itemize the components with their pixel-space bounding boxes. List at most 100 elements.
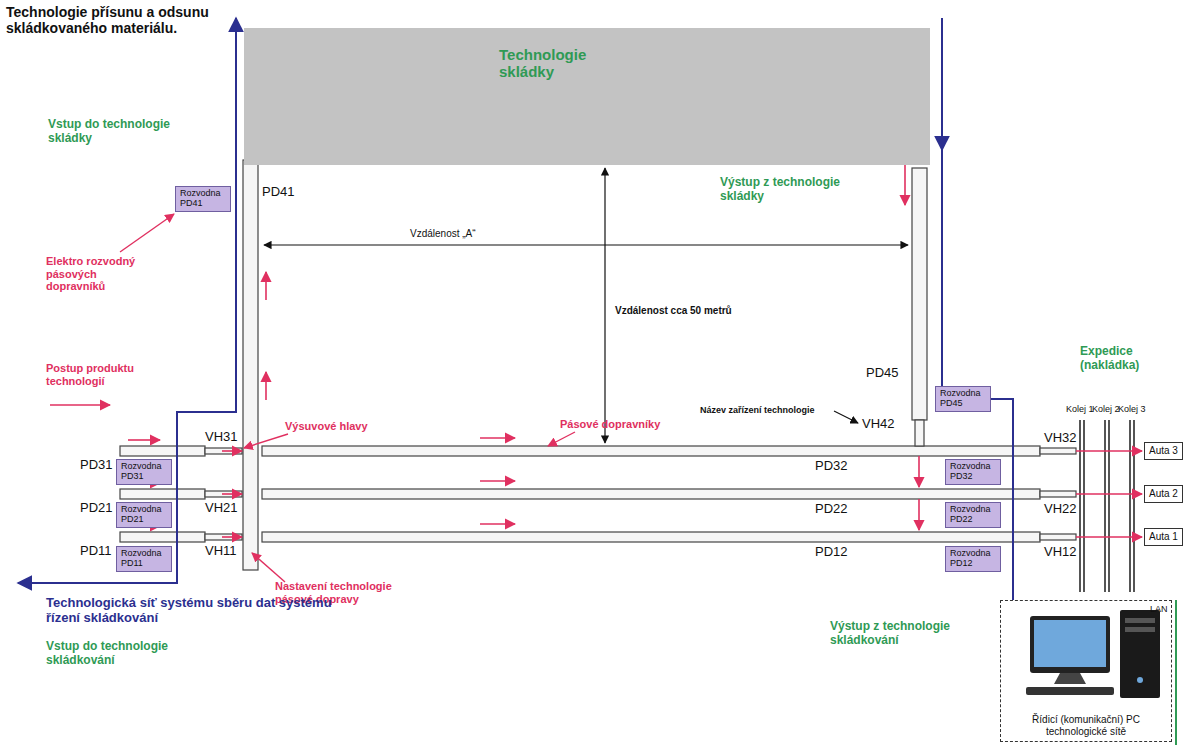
section-label: Expedice (nakládka) bbox=[1080, 345, 1175, 373]
equipment-tag: PD32 bbox=[815, 459, 848, 474]
node-text: Technologie skládky bbox=[499, 46, 609, 81]
node-text: Rozvodna PD11 bbox=[121, 549, 167, 569]
flow-arrow bbox=[918, 499, 920, 530]
network-label: Technologická síť systému sběru dat syst… bbox=[46, 596, 346, 626]
dimension-line bbox=[604, 168, 605, 443]
flow-arrow bbox=[480, 523, 515, 525]
pc-illustration bbox=[1026, 610, 1160, 698]
equipment-tag: PD45 bbox=[866, 366, 899, 381]
belt-conveyor bbox=[243, 160, 258, 570]
switchboard-box: Rozvodna PD22 bbox=[945, 502, 1001, 528]
equipment-tag: VH32 bbox=[1044, 431, 1077, 446]
equipment-tag: VH22 bbox=[1044, 502, 1077, 517]
node-text: Auta 3 bbox=[1149, 445, 1178, 457]
node-text: Rozvodna PD12 bbox=[950, 549, 996, 569]
node-text: Rozvodna PD32 bbox=[950, 462, 996, 482]
equipment-tag: VH21 bbox=[205, 501, 238, 516]
flow-arrow bbox=[1076, 450, 1142, 452]
network-label: LAN bbox=[1150, 604, 1168, 614]
flow-arrow bbox=[222, 450, 242, 452]
monitor-stand bbox=[1054, 673, 1086, 684]
equipment-tag: VH12 bbox=[1044, 545, 1077, 560]
node-text: Rozvodna PD41 bbox=[180, 189, 226, 209]
monitor-frame bbox=[1030, 616, 1110, 673]
node-text: Rozvodna PD45 bbox=[940, 389, 986, 409]
flow-arrow bbox=[904, 165, 906, 205]
node-text: Rozvodna PD31 bbox=[121, 462, 167, 482]
leader-line bbox=[834, 411, 858, 423]
drive-slot bbox=[1125, 627, 1155, 632]
belt-conveyor bbox=[262, 532, 1040, 542]
network-line bbox=[18, 18, 236, 583]
section-label: Výstup z technologie skládkování bbox=[830, 620, 980, 648]
callout-label: Pásové dopravníky bbox=[560, 418, 660, 431]
lan-line bbox=[1175, 600, 1177, 745]
leader-line bbox=[548, 432, 575, 446]
truck-box: Auta 2 bbox=[1144, 485, 1183, 503]
telescopic-head bbox=[1040, 534, 1076, 540]
rail-line bbox=[1083, 420, 1085, 592]
note-label: Název zařízení technologie bbox=[700, 405, 815, 415]
control-pc: Řídicí (komunikační) PC technologické sí… bbox=[1000, 600, 1172, 742]
callout-label: Elektro rozvodný pásových dopravníků bbox=[46, 255, 156, 293]
keyboard bbox=[1026, 687, 1114, 695]
power-button bbox=[1137, 677, 1143, 683]
telescopic-head bbox=[1040, 448, 1076, 454]
flow-arrow bbox=[480, 437, 515, 439]
belt-conveyor bbox=[120, 446, 205, 456]
flow-arrow bbox=[222, 536, 242, 538]
switchboard-box: Rozvodna PD31 bbox=[116, 459, 172, 485]
equipment-tag: PD22 bbox=[815, 502, 848, 517]
dimension-label: Vzdálenost cca 50 metrů bbox=[615, 305, 732, 317]
leader-line bbox=[244, 434, 288, 448]
section-label: Výstup z technologie skládky bbox=[720, 176, 870, 204]
drive-slot bbox=[1125, 618, 1155, 623]
node-text: Řídicí (komunikační) PC technologické sí… bbox=[1005, 714, 1167, 737]
belt-conveyor bbox=[262, 446, 1040, 456]
network-line bbox=[941, 18, 943, 386]
switchboard-box: Rozvodna PD11 bbox=[116, 546, 172, 572]
belt-conveyor bbox=[912, 168, 927, 420]
rail-line bbox=[1129, 420, 1131, 592]
equipment-tag: PD41 bbox=[262, 185, 295, 200]
switchboard-box: Rozvodna PD12 bbox=[945, 546, 1001, 572]
network-arrow bbox=[941, 18, 943, 150]
truck-box: Auta 3 bbox=[1144, 442, 1183, 460]
node-text: Rozvodna PD22 bbox=[950, 505, 996, 525]
equipment-tag: PD21 bbox=[80, 501, 113, 516]
flow-arrow bbox=[222, 493, 242, 495]
belt-conveyor bbox=[262, 489, 1040, 499]
leader-line bbox=[252, 553, 285, 582]
equipment-tag: PD11 bbox=[80, 544, 112, 559]
switchboard-box: Rozvodna PD45 bbox=[935, 386, 991, 412]
flow-arrow bbox=[1076, 536, 1142, 538]
dimension-line bbox=[264, 244, 908, 245]
diagram-title: Technologie přísunu a odsunu skládkované… bbox=[6, 4, 306, 36]
belt-conveyor bbox=[120, 489, 205, 499]
telescopic-head bbox=[1040, 491, 1076, 497]
node-text: Auta 2 bbox=[1149, 488, 1178, 500]
flow-arrow bbox=[480, 480, 515, 482]
telescopic-head bbox=[915, 420, 924, 446]
flow-arrow bbox=[1076, 493, 1142, 495]
flow-arrow bbox=[50, 404, 110, 406]
rail-line bbox=[1108, 420, 1110, 592]
flow-arrow bbox=[128, 439, 160, 441]
belt-conveyor bbox=[120, 532, 205, 542]
rail-line bbox=[1079, 420, 1081, 592]
equipment-tag: VH11 bbox=[205, 544, 237, 559]
switchboard-box: Rozvodna PD41 bbox=[175, 186, 231, 212]
equipment-tag: PD12 bbox=[815, 545, 848, 560]
rail-line bbox=[1133, 420, 1135, 592]
flow-arrow bbox=[265, 272, 267, 300]
rail-label: Kolej 3 bbox=[1118, 404, 1146, 414]
monitor-screen bbox=[1034, 620, 1106, 667]
truck-box: Auta 1 bbox=[1144, 528, 1183, 546]
leader-line bbox=[120, 214, 174, 252]
node-text: Rozvodna PD21 bbox=[121, 505, 167, 525]
telescopic-head bbox=[205, 534, 242, 540]
pc-tower bbox=[1120, 610, 1160, 698]
switchboard-box: Rozvodna PD21 bbox=[116, 502, 172, 528]
